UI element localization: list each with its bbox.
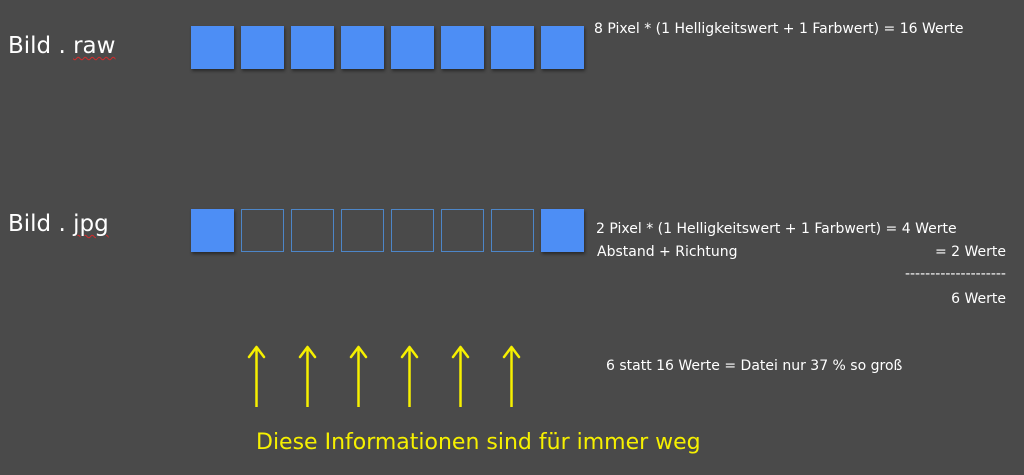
comparison-text: 6 statt 16 Werte = Datei nur 37 % so gro… [606, 358, 903, 374]
raw-pixel-5-filled [391, 26, 434, 69]
jpg-pixel-4-empty [341, 209, 384, 252]
arrow-up-icon [298, 345, 317, 407]
jpg-pixel-7-empty [491, 209, 534, 252]
arrow-up-icon [451, 345, 470, 407]
jpg-pixel-3-empty [291, 209, 334, 252]
raw-pixel-2-filled [241, 26, 284, 69]
sum-divider: -------------------- [904, 266, 1006, 282]
jpg-pixel-8-filled [541, 209, 584, 252]
raw-pixel-8-filled [541, 26, 584, 69]
arrow-group [247, 345, 521, 408]
arrow-up-icon [247, 345, 266, 407]
jpg-pixel-5-empty [391, 209, 434, 252]
raw-pixel-4-filled [341, 26, 384, 69]
arrow-up-icon [502, 345, 521, 407]
jpg-formula-line1: 2 Pixel * (1 Helligkeitswert + 1 Farbwer… [596, 221, 957, 237]
raw-label-ext: raw [73, 33, 116, 59]
raw-pixel-row [191, 26, 584, 69]
raw-pixel-6-filled [441, 26, 484, 69]
arrow-up-icon [349, 345, 368, 407]
raw-pixel-7-filled [491, 26, 534, 69]
jpg-pixel-row [191, 209, 584, 252]
jpg-pixel-1-filled [191, 209, 234, 252]
jpg-pixel-2-empty [241, 209, 284, 252]
raw-pixel-1-filled [191, 26, 234, 69]
jpg-label-ext: jpg [73, 211, 109, 237]
jpg-formula-line2-right: = 2 Werte [934, 244, 1006, 260]
raw-label: Bild . raw [8, 33, 115, 59]
raw-formula: 8 Pixel * (1 Helligkeitswert + 1 Farbwer… [594, 21, 964, 37]
jpg-pixel-6-empty [441, 209, 484, 252]
raw-label-prefix: Bild . [8, 33, 74, 59]
caption: Diese Informationen sind für immer weg [256, 430, 701, 455]
jpg-total: 6 Werte [951, 291, 1006, 307]
jpg-formula-line2-left: Abstand + Richtung [597, 244, 738, 260]
raw-pixel-3-filled [291, 26, 334, 69]
jpg-label-prefix: Bild . [8, 211, 74, 237]
arrow-up-icon [400, 345, 419, 407]
jpg-label: Bild . jpg [8, 211, 109, 237]
